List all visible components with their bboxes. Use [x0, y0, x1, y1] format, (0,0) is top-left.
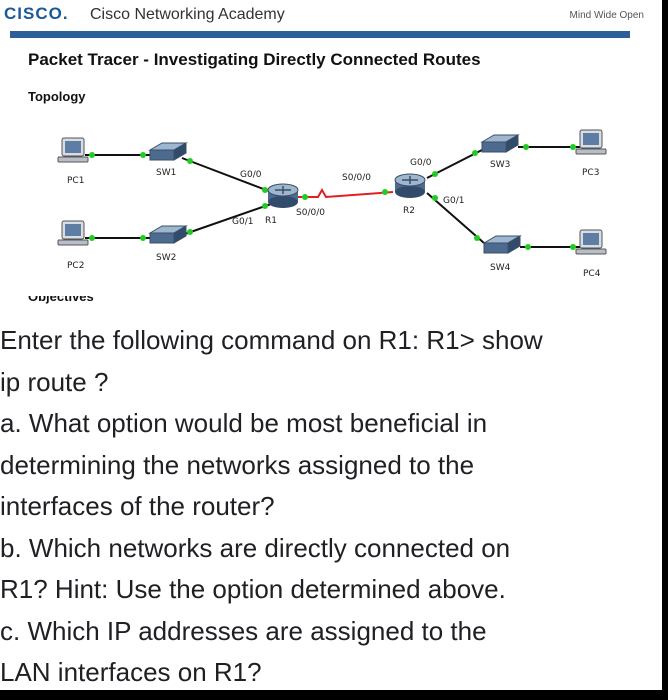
question-line: b. Which networks are directly connected… — [0, 532, 511, 563]
r1-g00-label: G0/0 — [240, 170, 262, 180]
pc2-icon — [57, 220, 89, 246]
r1-router-icon — [267, 183, 299, 208]
sw4-switch-icon — [482, 235, 522, 254]
sw1-label: SW1 — [156, 168, 176, 178]
network-topology-diagram: PC1 PC2 PC3 PC4 SW1 SW2 SW3 SW4 R1 R2 G0… — [57, 129, 607, 279]
document-title: Packet Tracer - Investigating Directly C… — [28, 50, 481, 69]
pc2-label: PC2 — [67, 261, 84, 271]
question-line: LAN interfaces on R1? — [0, 657, 262, 687]
pc3-icon — [575, 129, 607, 155]
tagline: Mind Wide Open — [569, 10, 644, 21]
clipped-objectives-heading: Objectives — [28, 296, 94, 304]
question-line: R1? Hint: Use the option determined abov… — [0, 574, 506, 604]
r1-g01-label: G0/1 — [232, 217, 253, 227]
header-rule — [10, 31, 630, 38]
sw3-switch-icon — [480, 134, 520, 153]
sw2-label: SW2 — [156, 253, 176, 263]
pc1-icon — [57, 137, 89, 163]
pc4-icon — [575, 229, 607, 255]
port-status-indicators — [89, 144, 576, 250]
link-sw1-r1 — [181, 157, 275, 194]
sw4-label: SW4 — [490, 263, 511, 273]
r2-s000-label: S0/0/0 — [342, 173, 371, 183]
sw1-switch-icon — [148, 142, 188, 161]
cisco-logo: CISCO. — [4, 4, 69, 23]
brand-header: CISCO. Cisco Networking Academy Mind Wid… — [0, 0, 662, 30]
document-sheet: CISCO. Cisco Networking Academy Mind Wid… — [0, 0, 662, 690]
r1-label: R1 — [265, 216, 277, 226]
section-heading: Topology — [28, 89, 86, 104]
serial-link-r1-r2 — [297, 187, 394, 199]
r2-router-icon — [394, 173, 426, 198]
question-text: Enter the following command on R1: R1> s… — [0, 320, 662, 690]
question-line: Enter the following command on R1: R1> s… — [0, 325, 543, 355]
r2-g00-label: G0/0 — [410, 158, 432, 168]
question-line: a. What option would be most beneficial … — [0, 408, 488, 438]
program-name: Cisco Networking Academy — [90, 6, 285, 23]
pc3-label: PC3 — [582, 168, 599, 178]
r2-label: R2 — [403, 206, 415, 216]
question-line: c. Which IP addresses are assigned to th… — [0, 615, 487, 646]
r2-g01-label: G0/1 — [443, 196, 464, 206]
link-sw2-r1 — [181, 202, 275, 236]
sw2-switch-icon — [148, 225, 188, 244]
question-line: interfaces of the router? — [0, 491, 275, 521]
sw3-label: SW3 — [490, 160, 510, 170]
question-line: ip route ? — [0, 366, 109, 397]
link-r2-sw4 — [426, 192, 485, 244]
question-line: determining the networks assigned to the — [0, 449, 475, 480]
r1-s000-label: S0/0/0 — [296, 208, 325, 218]
pc1-label: PC1 — [67, 176, 84, 186]
pc4-label: PC4 — [583, 269, 601, 279]
